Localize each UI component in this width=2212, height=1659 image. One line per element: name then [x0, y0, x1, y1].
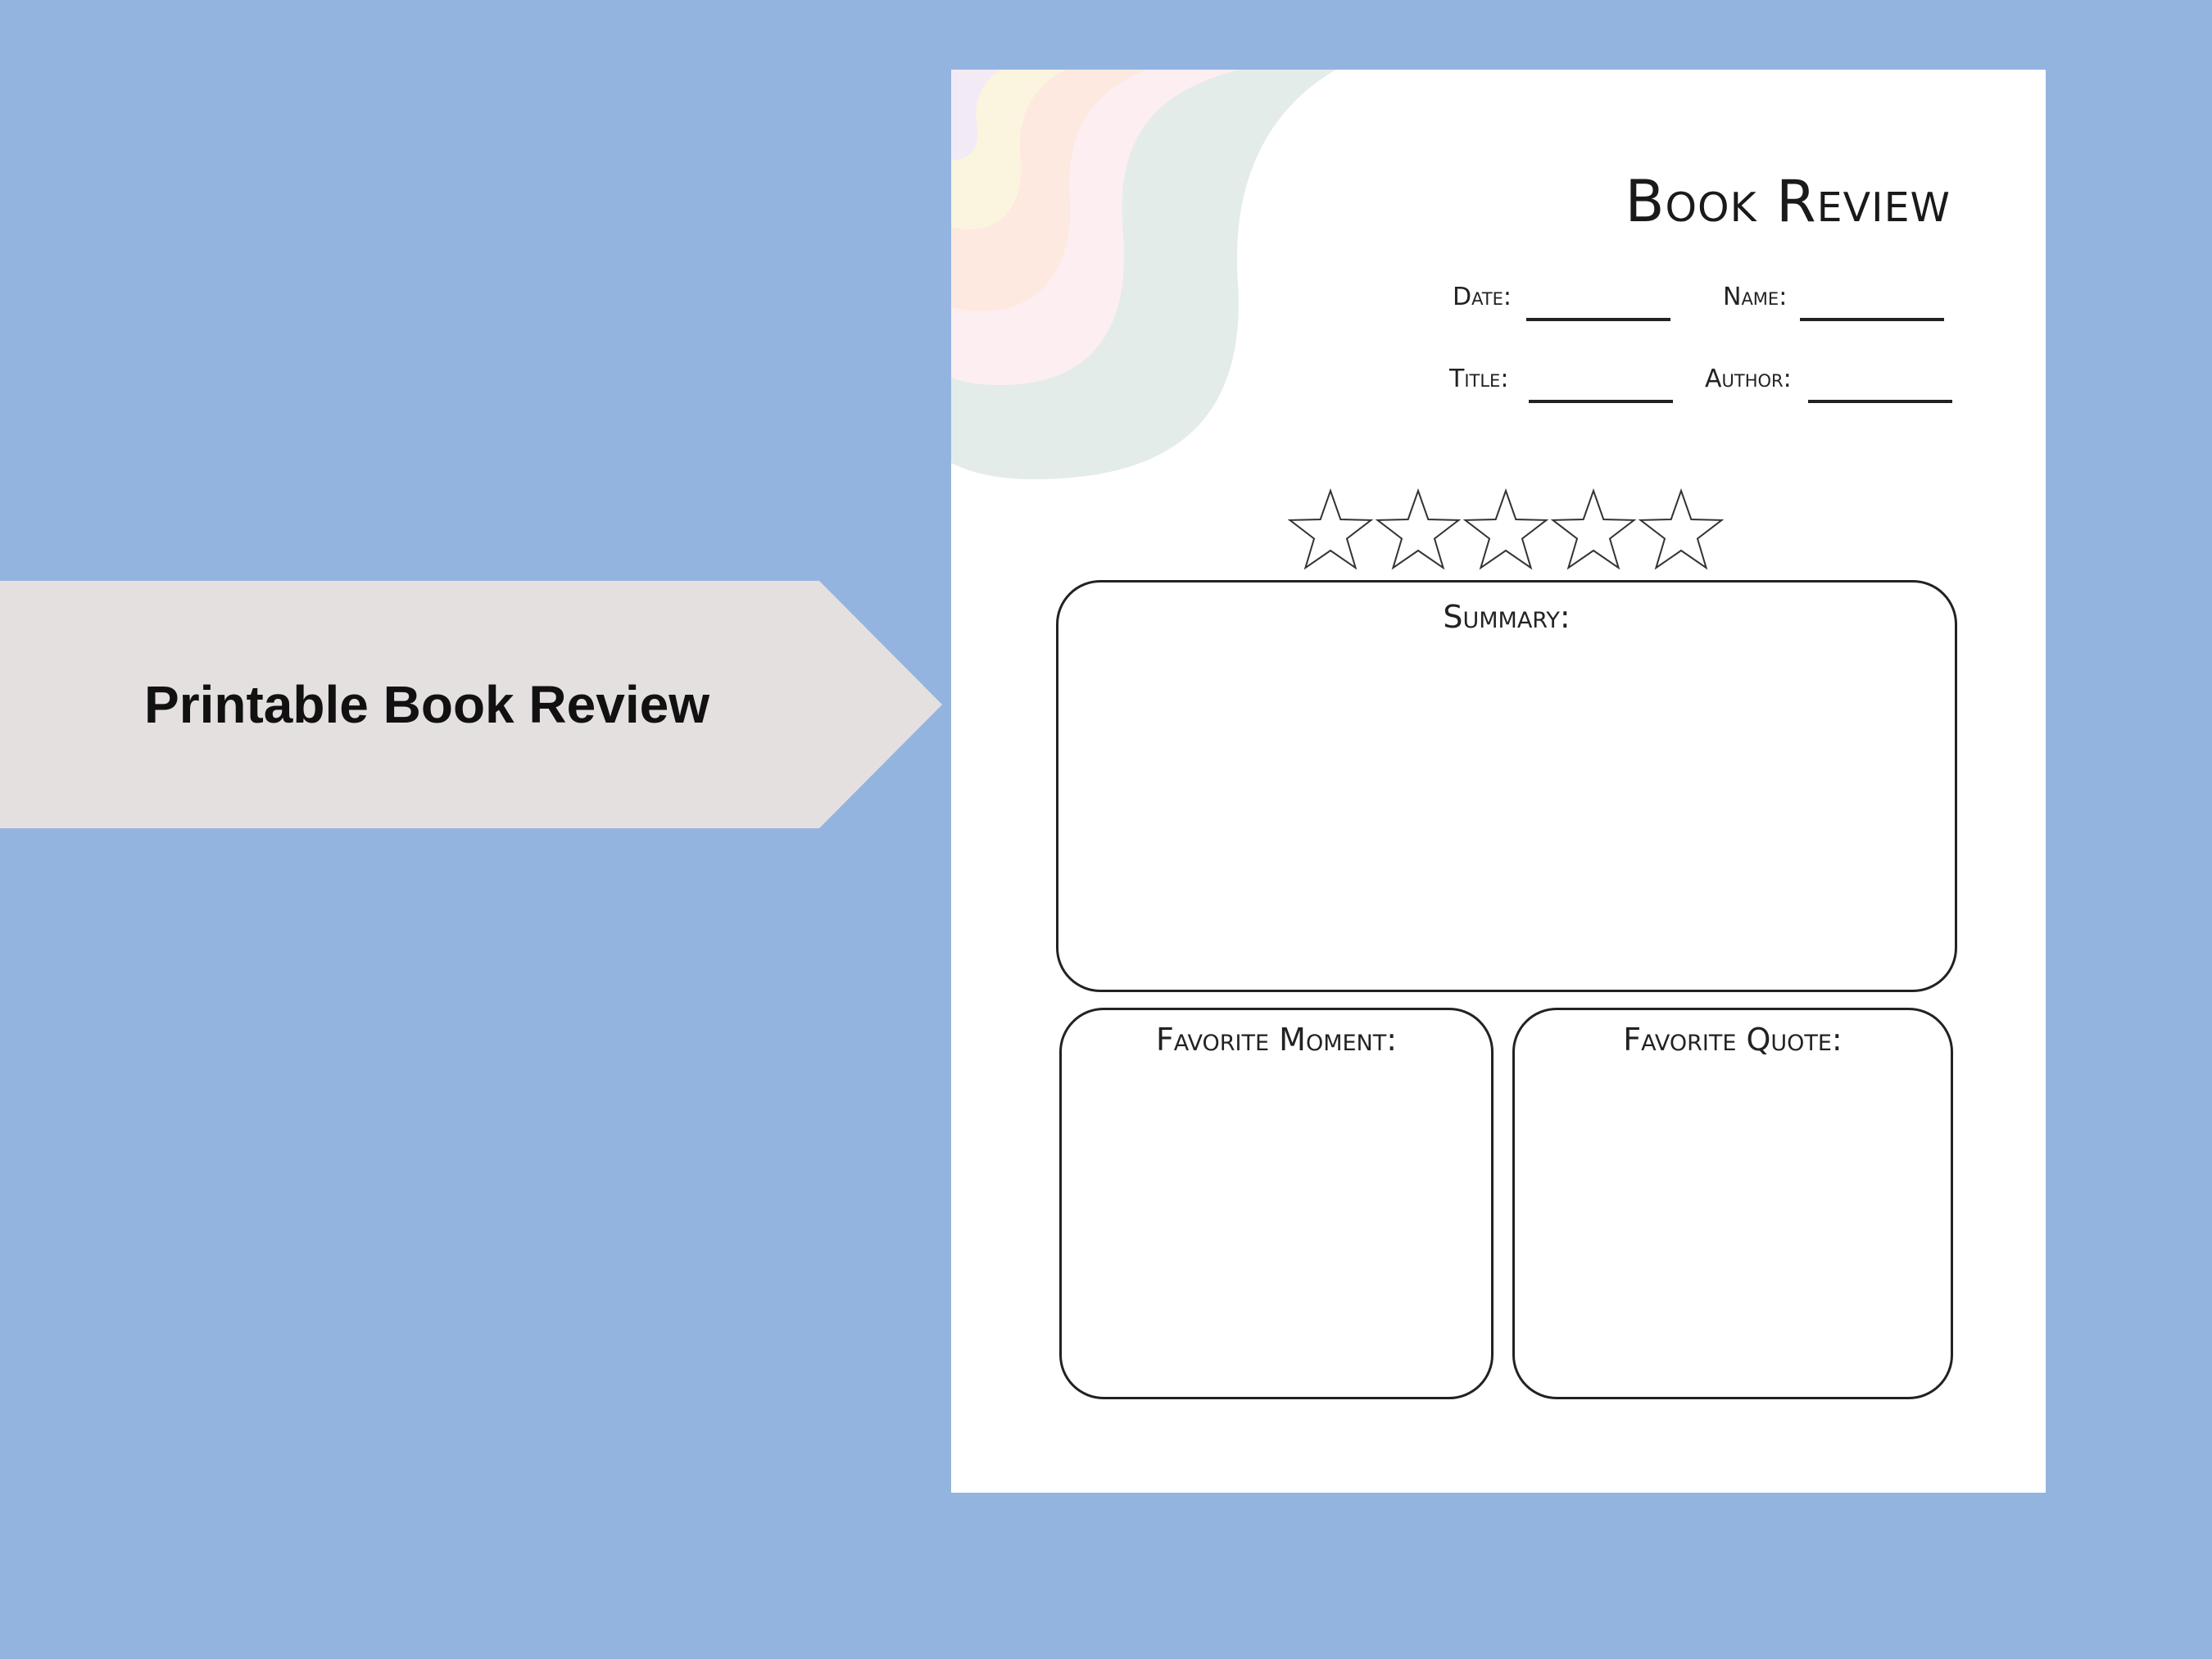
star-icon[interactable] — [1375, 487, 1462, 570]
sheet-title: Book Review — [1625, 168, 1951, 235]
date-label: Date: — [1453, 283, 1512, 311]
star-icon[interactable] — [1550, 487, 1637, 570]
pastel-swirl-decoration — [951, 70, 1336, 479]
star-rating[interactable] — [1285, 486, 1728, 576]
name-label: Name: — [1723, 283, 1788, 311]
favorite-moment-box[interactable]: Favorite Moment: — [1059, 1008, 1494, 1399]
favorite-moment-label: Favorite Moment: — [1155, 1022, 1398, 1058]
summary-box[interactable]: Summary: — [1056, 580, 1957, 992]
star-icon[interactable] — [1638, 487, 1725, 570]
date-input-line[interactable] — [1526, 318, 1670, 321]
name-input-line[interactable] — [1800, 318, 1944, 321]
banner-arrow-shape — [0, 581, 942, 828]
favorite-quote-label: Favorite Quote: — [1623, 1022, 1843, 1058]
banner-title: Printable Book Review — [144, 675, 709, 734]
author-input-line[interactable] — [1808, 400, 1952, 403]
author-label: Author: — [1705, 365, 1792, 393]
star-icon[interactable] — [1462, 487, 1549, 570]
title-label: Title: — [1449, 365, 1509, 393]
title-banner: Printable Book Review — [0, 581, 942, 828]
favorite-quote-box[interactable]: Favorite Quote: — [1512, 1008, 1953, 1399]
summary-label: Summary: — [1443, 599, 1571, 635]
title-input-line[interactable] — [1529, 400, 1673, 403]
book-review-sheet: Book Review Date: Name: Title: Author: S… — [951, 70, 2046, 1493]
star-icon[interactable] — [1287, 487, 1374, 570]
